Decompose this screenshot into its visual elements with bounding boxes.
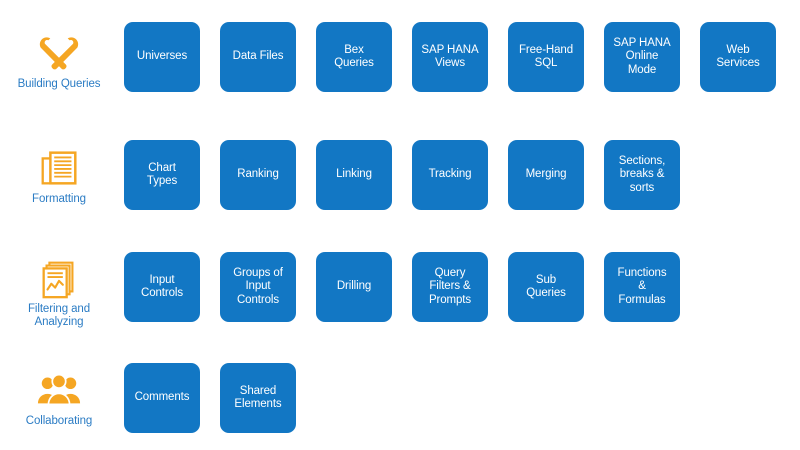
tile-bex-queries[interactable]: Bex Queries (316, 22, 392, 92)
tile-web-services[interactable]: Web Services (700, 22, 776, 92)
tile-drilling[interactable]: Drilling (316, 252, 392, 322)
tile-input-controls[interactable]: Input Controls (124, 252, 200, 322)
tile-shared-elements[interactable]: Shared Elements (220, 363, 296, 433)
people-group-icon (36, 367, 82, 413)
tile-universes[interactable]: Universes (124, 22, 200, 92)
tile-row-filtering-and-analyzing: Input Controls Groups of Input Controls … (124, 252, 680, 322)
category-label: Collaborating (25, 415, 93, 427)
tile-sap-hana-online-mode[interactable]: SAP HANA Online Mode (604, 22, 680, 92)
tile-merging[interactable]: Merging (508, 140, 584, 210)
tile-chart-types[interactable]: Chart Types (124, 140, 200, 210)
tile-sap-hana-views[interactable]: SAP HANA Views (412, 22, 488, 92)
tile-groups-of-input-controls[interactable]: Groups of Input Controls (220, 252, 296, 322)
tile-row-building-queries: Universes Data Files Bex Queries SAP HAN… (124, 22, 776, 92)
tile-row-collaborating: Comments Shared Elements (124, 363, 296, 433)
category-building-queries: Building Queries (0, 30, 118, 91)
tools-wrench-screwdriver-icon (36, 30, 82, 76)
category-formatting: Formatting (0, 145, 118, 206)
tile-linking[interactable]: Linking (316, 140, 392, 210)
tile-tracking[interactable]: Tracking (412, 140, 488, 210)
document-chart-icon (36, 255, 82, 301)
tile-sub-queries[interactable]: Sub Queries (508, 252, 584, 322)
tile-data-files[interactable]: Data Files (220, 22, 296, 92)
tile-sections-breaks-sorts[interactable]: Sections, breaks & sorts (604, 140, 680, 210)
tile-comments[interactable]: Comments (124, 363, 200, 433)
tile-query-filters-prompts[interactable]: Query Filters & Prompts (412, 252, 488, 322)
category-label: Formatting (32, 193, 86, 205)
tile-ranking[interactable]: Ranking (220, 140, 296, 210)
tile-functions-formulas[interactable]: Functions & Formulas (604, 252, 680, 322)
category-label: Filtering and Analyzing (28, 303, 90, 328)
category-label: Building Queries (17, 78, 101, 90)
category-filtering-and-analyzing: Filtering and Analyzing (0, 255, 118, 329)
tile-row-formatting: Chart Types Ranking Linking Tracking Mer… (124, 140, 680, 210)
tile-free-hand-sql[interactable]: Free-Hand SQL (508, 22, 584, 92)
documents-lines-icon (36, 145, 82, 191)
category-collaborating: Collaborating (0, 367, 118, 428)
